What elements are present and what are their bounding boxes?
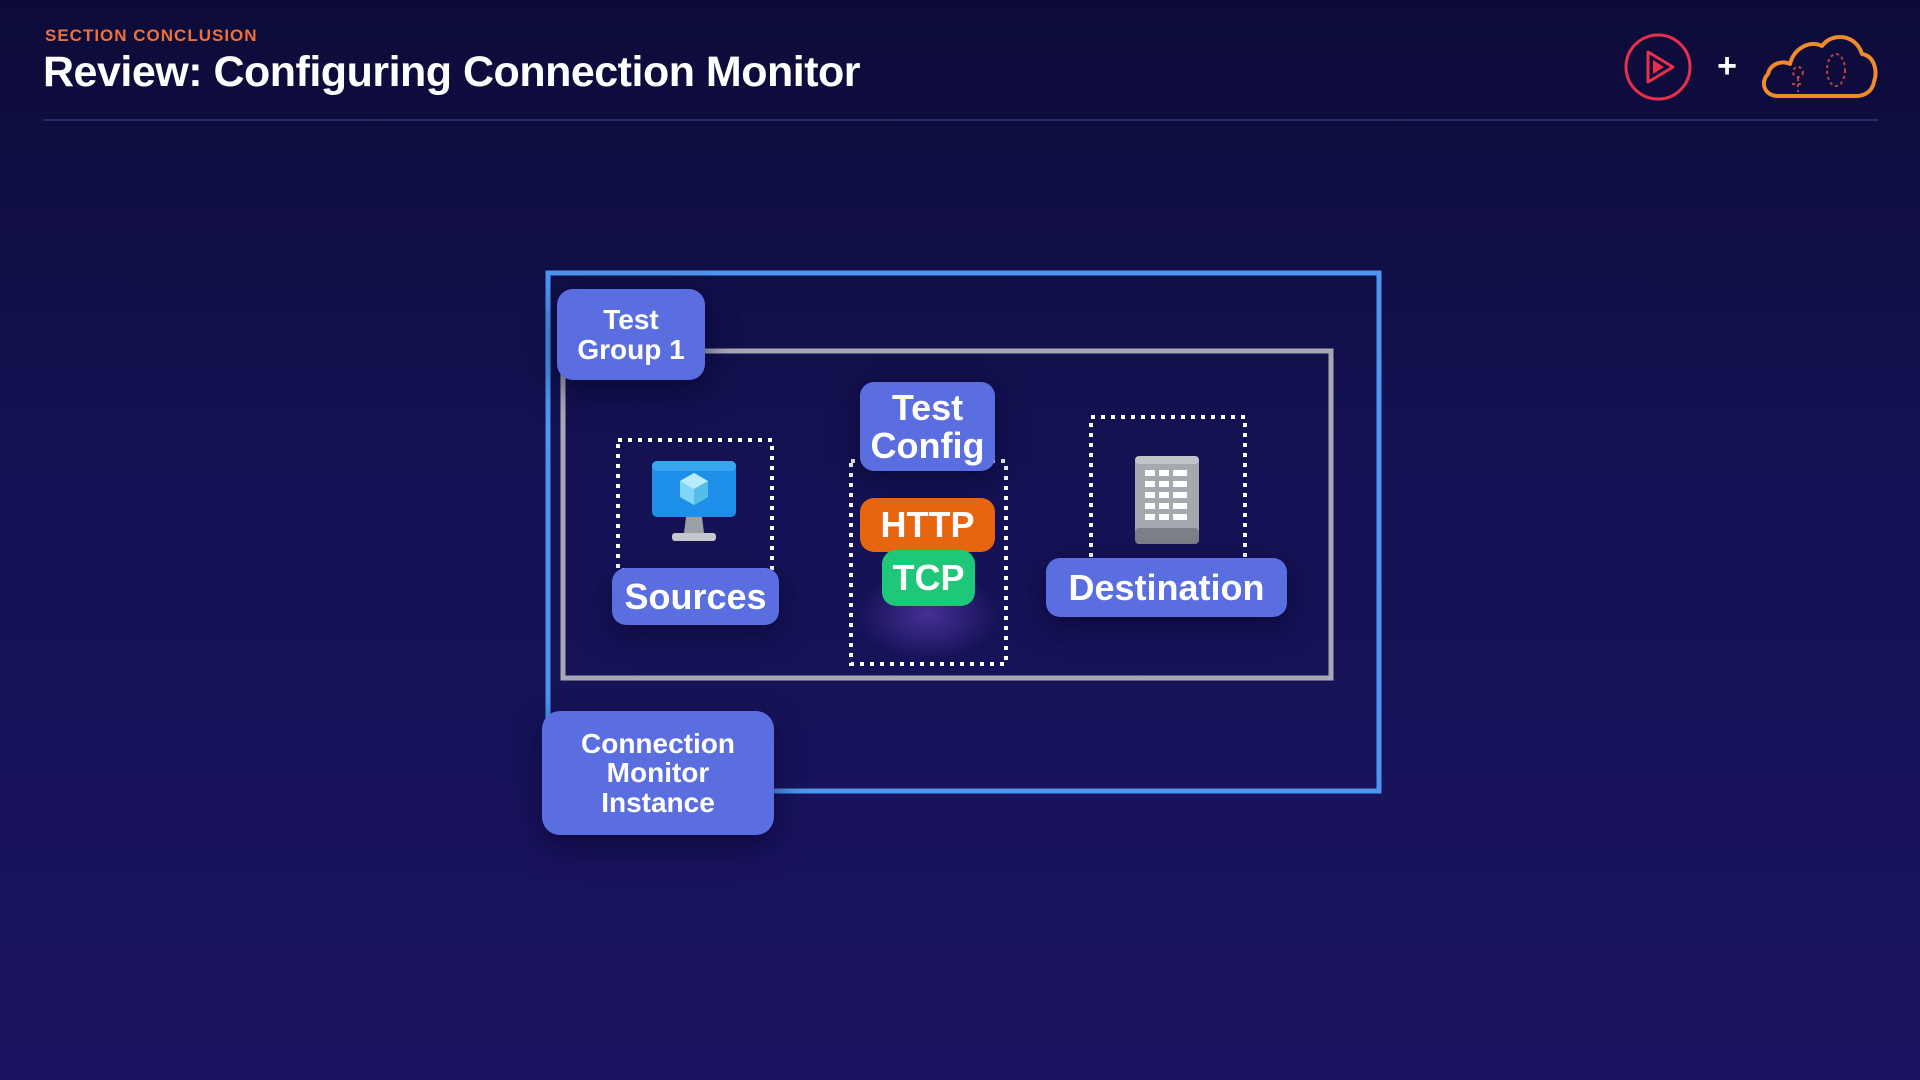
tcp-protocol-pill: TCP <box>882 550 975 606</box>
test-config-label: Test Config <box>860 382 995 471</box>
section-eyebrow: SECTION CONCLUSION <box>45 26 258 45</box>
cloud-logo-icon <box>1761 35 1878 98</box>
server-icon <box>1135 456 1199 544</box>
play-logo-icon <box>1624 33 1692 101</box>
logo-plus-sign: + <box>1717 47 1737 85</box>
test-config-label-line-1: Test <box>891 386 964 428</box>
test-group-label-line-2: Group 1 <box>577 333 685 365</box>
connection-monitor-label-line-2: Monitor <box>606 757 710 789</box>
http-protocol-pill: HTTP <box>860 498 995 552</box>
connection-monitor-label-line-3: Instance <box>601 786 715 818</box>
destination-label: Destination <box>1046 558 1287 617</box>
virtual-machine-icon <box>652 461 736 541</box>
header-divider <box>43 119 1878 121</box>
connection-monitor-label: Connection Monitor Instance <box>542 711 774 835</box>
sources-label: Sources <box>612 568 779 625</box>
page-title: Review: Configuring Connection Monitor <box>43 48 861 96</box>
connection-monitor-label-line-1: Connection <box>581 727 735 759</box>
test-config-label-line-2: Config <box>870 424 985 466</box>
test-group-label: Test Group 1 <box>557 289 705 380</box>
test-group-label-line-1: Test <box>603 304 659 336</box>
